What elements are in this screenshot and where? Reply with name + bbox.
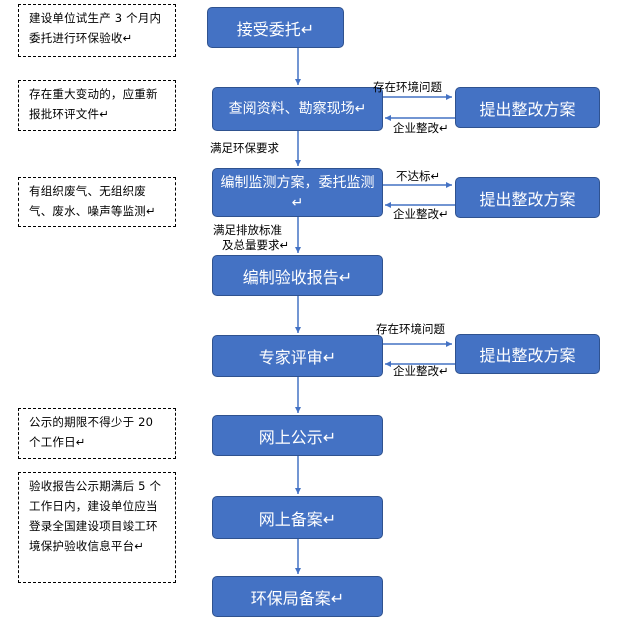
rectify-box-3: 提出整改方案 [455, 334, 600, 374]
rectify-box-2: 提出整改方案 [455, 177, 600, 218]
label-fix-1: 企业整改↵ [393, 121, 449, 135]
step-plan: 编制监测方案，委托监测↵ [212, 168, 383, 217]
step-entrust: 接受委托↵ [207, 7, 344, 48]
step-filing: 网上备案↵ [212, 496, 383, 539]
label-meets-emission-2: 及总量要求↵ [222, 238, 290, 252]
step-expert: 专家评审↵ [212, 335, 383, 377]
step-publicity: 网上公示↵ [212, 415, 383, 456]
step-report: 编制验收报告↵ [212, 255, 383, 296]
label-fix-3: 企业整改↵ [393, 364, 449, 378]
label-fix-2: 企业整改↵ [393, 207, 449, 221]
rectify-box-1: 提出整改方案 [455, 87, 600, 128]
note-trial-production: 建设单位试生产 3 个月内委托进行环保验收↵ [18, 4, 176, 57]
note-monitoring-scope: 有组织废气、无组织废气、废水、噪声等监测↵ [18, 177, 176, 227]
note-major-change: 存在重大变动的，应重新报批环评文件↵ [18, 80, 176, 131]
label-meets-env: 满足环保要求 [210, 141, 279, 155]
label-not-meet: 不达标↵ [396, 169, 441, 183]
note-publicity-period: 公示的期限不得少于 20 个工作日↵ [18, 408, 176, 459]
step-review: 查阅资料、勘察现场↵ [212, 87, 383, 131]
label-meets-emission-1: 满足排放标准 [213, 223, 282, 237]
step-epb: 环保局备案↵ [212, 576, 383, 617]
label-issue-1: 存在环境问题 [373, 80, 442, 94]
note-platform-filing: 验收报告公示期满后 5 个工作日内，建设单位应当登录全国建设项目竣工环境保护验收… [18, 472, 176, 583]
label-issue-3: 存在环境问题 [376, 322, 445, 336]
